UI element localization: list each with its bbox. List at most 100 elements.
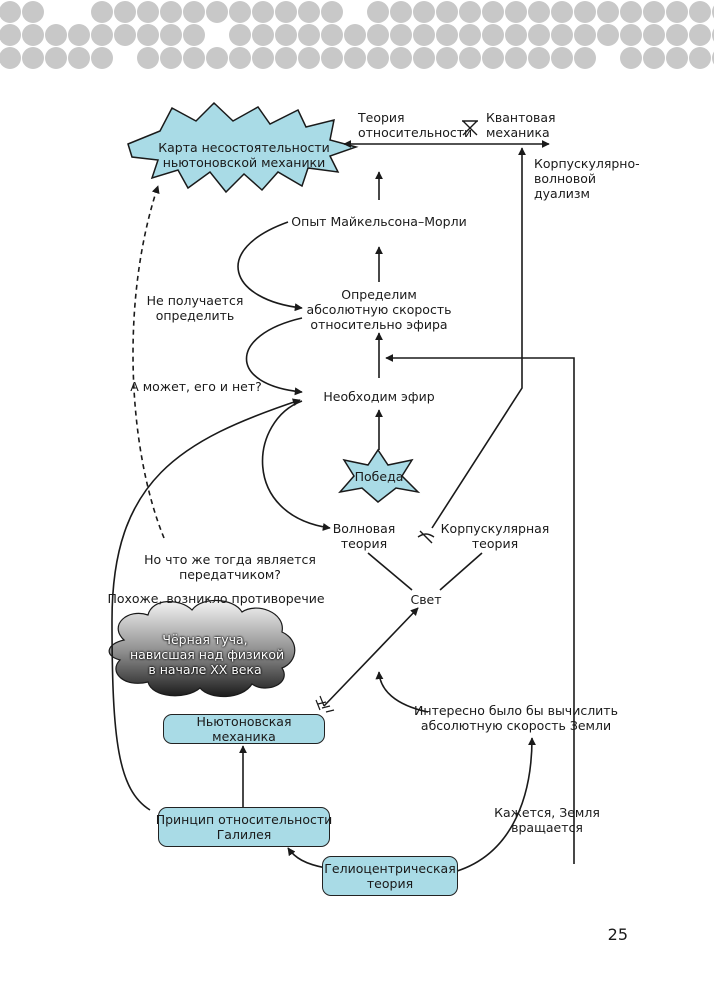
decorative-dot bbox=[666, 1, 688, 23]
decorative-dot bbox=[91, 1, 113, 23]
decorative-dot bbox=[22, 24, 44, 46]
decorative-dot bbox=[528, 24, 550, 46]
decorative-dot bbox=[551, 47, 573, 69]
cant-determine-label: Не получается определить bbox=[146, 293, 244, 323]
decorative-dot bbox=[367, 1, 389, 23]
heliocentric-box: Гелиоцентрическая теория bbox=[322, 856, 458, 896]
decorative-dot bbox=[574, 47, 596, 69]
quantum-label: Квантовая механика bbox=[486, 110, 556, 140]
decorative-dot bbox=[413, 1, 435, 23]
decorative-dot bbox=[666, 47, 688, 69]
decorative-dot bbox=[620, 24, 642, 46]
decorative-dot bbox=[597, 1, 619, 23]
decorative-dot bbox=[482, 1, 504, 23]
wave-particle-label: Корпускулярно- волновой дуализм bbox=[534, 156, 640, 201]
decorative-dot bbox=[666, 24, 688, 46]
victory-label: Победа bbox=[354, 469, 404, 484]
maybe-none-label: А может, его и нет? bbox=[130, 379, 262, 394]
heliocentric-label: Гелиоцентрическая теория bbox=[324, 861, 456, 891]
newton-box: Ньютоновская механика bbox=[163, 714, 325, 744]
decorative-dot bbox=[528, 47, 550, 69]
decorative-dot bbox=[367, 24, 389, 46]
contradiction-label: Похоже, возникло противоречие bbox=[107, 591, 325, 606]
decorative-dot bbox=[505, 47, 527, 69]
decorative-dot bbox=[390, 47, 412, 69]
decorative-dot bbox=[45, 24, 67, 46]
decorative-dot bbox=[459, 24, 481, 46]
decorative-dot bbox=[298, 24, 320, 46]
decorative-dot bbox=[367, 47, 389, 69]
decorative-dot bbox=[252, 47, 274, 69]
decorative-dot bbox=[229, 24, 251, 46]
ether-needed-label: Необходим эфир bbox=[323, 389, 435, 404]
decorative-dot bbox=[137, 1, 159, 23]
decorative-dot bbox=[298, 1, 320, 23]
transmitter-question-label: Но что же тогда является передатчиком? bbox=[144, 552, 316, 582]
decorative-dot bbox=[0, 1, 21, 23]
decorative-dot bbox=[137, 47, 159, 69]
decorative-dot bbox=[620, 1, 642, 23]
earth-rotates-label: Кажется, Земля вращается bbox=[494, 805, 600, 835]
decorative-dot bbox=[689, 24, 711, 46]
decorative-dot bbox=[620, 47, 642, 69]
decorative-dot bbox=[390, 24, 412, 46]
decorative-dot bbox=[22, 47, 44, 69]
decorative-dot bbox=[321, 47, 343, 69]
michelson-label: Опыт Майкельсона–Морли bbox=[291, 214, 467, 229]
decorative-dot bbox=[275, 47, 297, 69]
decorative-dot bbox=[436, 1, 458, 23]
decorative-dot bbox=[68, 47, 90, 69]
cloud-label: Чёрная туча, нависшая над физикой в нача… bbox=[130, 632, 285, 677]
decorative-dot-pattern bbox=[0, 1, 714, 69]
decorative-dot bbox=[574, 24, 596, 46]
decorative-dot bbox=[505, 1, 527, 23]
map-burst-shape bbox=[127, 101, 359, 194]
decorative-dot bbox=[436, 47, 458, 69]
decorative-dot bbox=[643, 24, 665, 46]
page-number: 25 bbox=[607, 925, 628, 944]
decorative-dot bbox=[344, 24, 366, 46]
decorative-dot bbox=[68, 24, 90, 46]
cloud-shape bbox=[108, 599, 296, 698]
decorative-dot bbox=[45, 47, 67, 69]
wave-theory-label: Волновая теория bbox=[332, 521, 396, 551]
decorative-dot bbox=[183, 24, 205, 46]
galileo-box: Принцип относительности Галилея bbox=[155, 807, 333, 847]
decorative-dot bbox=[0, 24, 21, 46]
decorative-dot bbox=[160, 24, 182, 46]
decorative-dot bbox=[482, 24, 504, 46]
decorative-dot bbox=[137, 24, 159, 46]
galileo-label: Принцип относительности Галилея bbox=[155, 812, 333, 842]
decorative-dot bbox=[298, 47, 320, 69]
decorative-dot bbox=[0, 47, 21, 69]
decorative-dot bbox=[321, 1, 343, 23]
decorative-dot bbox=[459, 47, 481, 69]
earth-speed-label: Интересно было бы вычислить абсолютную с… bbox=[414, 703, 618, 733]
decorative-dot bbox=[114, 24, 136, 46]
decorative-dot bbox=[252, 24, 274, 46]
decorative-dot bbox=[505, 24, 527, 46]
decorative-dot bbox=[160, 47, 182, 69]
relativity-label: Теория относительности bbox=[358, 110, 473, 140]
decorative-dot bbox=[344, 47, 366, 69]
decorative-dot bbox=[229, 1, 251, 23]
decorative-dot bbox=[597, 24, 619, 46]
decorative-dot bbox=[275, 1, 297, 23]
decorative-dot bbox=[91, 24, 113, 46]
decorative-dot bbox=[390, 1, 412, 23]
decorative-dot bbox=[689, 47, 711, 69]
decorative-dot bbox=[183, 1, 205, 23]
light-label: Свет bbox=[410, 592, 442, 607]
decorative-dot bbox=[551, 1, 573, 23]
map-burst-label: Карта несостоятельности ньютоновской мех… bbox=[158, 140, 330, 170]
decorative-dot bbox=[229, 47, 251, 69]
decorative-dot bbox=[160, 1, 182, 23]
decorative-dot bbox=[91, 47, 113, 69]
decorative-dot bbox=[459, 1, 481, 23]
decorative-dot bbox=[643, 47, 665, 69]
decorative-dot bbox=[551, 24, 573, 46]
decorative-dot bbox=[206, 1, 228, 23]
determine-speed-label: Определим абсолютную скорость относитель… bbox=[306, 287, 452, 332]
decorative-dot bbox=[436, 24, 458, 46]
victory-star-shape bbox=[338, 448, 421, 503]
